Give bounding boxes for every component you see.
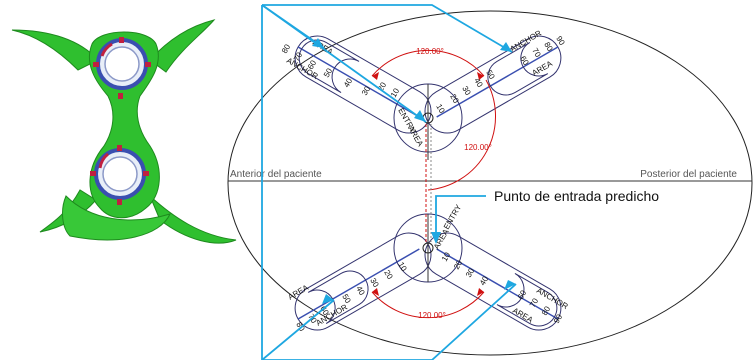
top-left-axis (297, 46, 420, 118)
tick-label: 80 (280, 42, 293, 55)
anterior-label: Anterior del paciente (230, 169, 322, 180)
top-left-anchor-area (298, 39, 360, 94)
bottom-right-axis (436, 248, 559, 320)
top-angle-arc (371, 49, 485, 77)
tick-label: 40 (478, 274, 491, 287)
model-marker (90, 171, 96, 176)
model-marker (143, 171, 149, 176)
bottom-entry-word: ENTRY (442, 203, 464, 231)
model-bottom-flap (62, 195, 171, 241)
pointer-top-right (262, 4, 513, 53)
arrowhead (312, 38, 324, 48)
pointer-bottom-right (262, 283, 517, 360)
bottom-left-anchor-area (307, 270, 369, 325)
pointer-arrowheads (312, 38, 516, 304)
bottom-angle-label: 120.00° (418, 311, 446, 320)
right-angle-arc (427, 79, 496, 191)
bottom-left-axis (297, 248, 420, 320)
bottom-angle-arc (371, 291, 485, 319)
model-marker (145, 62, 151, 67)
model-ring-top-mark (100, 42, 113, 57)
top-right-anchor-area (487, 41, 549, 96)
top-angle-label: 120.00° (416, 47, 444, 56)
tick-label: 30 (464, 266, 477, 279)
arrowhead (504, 280, 516, 290)
model-marker (118, 93, 123, 99)
tick-label: 30 (368, 277, 381, 290)
predicted-entry-label: Punto de entrada predicho (494, 188, 659, 204)
tick-label: 60 (516, 288, 529, 301)
pointer-top-entry (261, 4, 427, 123)
bottom-angle-arrowhead (477, 288, 484, 296)
bottom-angle-arrowhead (372, 288, 379, 296)
top-right-axis (436, 46, 559, 118)
tick-label: 30 (460, 85, 473, 98)
model-ring-bottom-mark (98, 152, 110, 169)
right-angle-label: 120.00° (464, 143, 492, 152)
tick-label: 40 (472, 77, 485, 90)
arrowhead (500, 42, 512, 52)
tick-label: 90 (552, 312, 565, 325)
posterior-label: Posterior del paciente (640, 169, 737, 180)
top-angle-arrowhead (372, 72, 379, 80)
model-ring-top-hole (104, 46, 140, 82)
guide-3d-model (11, 19, 237, 244)
tick-label: 80 (542, 41, 555, 54)
bottom-right-area-word: AREA (511, 306, 535, 325)
arrowhead (414, 110, 426, 122)
model-marker (117, 199, 122, 205)
pointer-bottom-left (261, 299, 335, 360)
tick-label: 90 (554, 35, 567, 48)
arrowhead (431, 232, 441, 244)
bottom-right-anchor-area (496, 272, 558, 327)
bottom-right-anchor-word: ANCHOR (535, 286, 570, 311)
guide-top (294, 35, 562, 160)
model-arm-top-right (149, 19, 216, 73)
tick-label: 40 (354, 285, 367, 298)
top-angle-arrowhead (477, 72, 484, 80)
tick-label: 20 (452, 258, 465, 271)
tick-label: 30 (360, 84, 373, 97)
pointer-lines (261, 4, 517, 360)
model-marker (119, 37, 124, 43)
model-arm-top-left (11, 29, 99, 71)
pointer-predicted-entry (435, 195, 486, 240)
tick-label: 50 (484, 69, 497, 82)
tick-label: 20 (382, 269, 395, 282)
model-marker (117, 145, 122, 151)
patient-outline-ellipse (227, 10, 753, 356)
tick-label: 60 (518, 55, 531, 68)
tick-label: 50 (322, 66, 335, 79)
tick-label: 10 (396, 261, 409, 274)
model-ring-bottom-hole (102, 156, 138, 192)
tick-label: 10 (434, 103, 447, 116)
model-marker (93, 62, 99, 67)
top-scale-right: 10 20 30 40 50 60 70 80 90 (434, 35, 567, 116)
bottom-left-area-word: AREA (287, 283, 311, 302)
guide-bottom (294, 213, 562, 331)
arrowhead (322, 294, 334, 304)
